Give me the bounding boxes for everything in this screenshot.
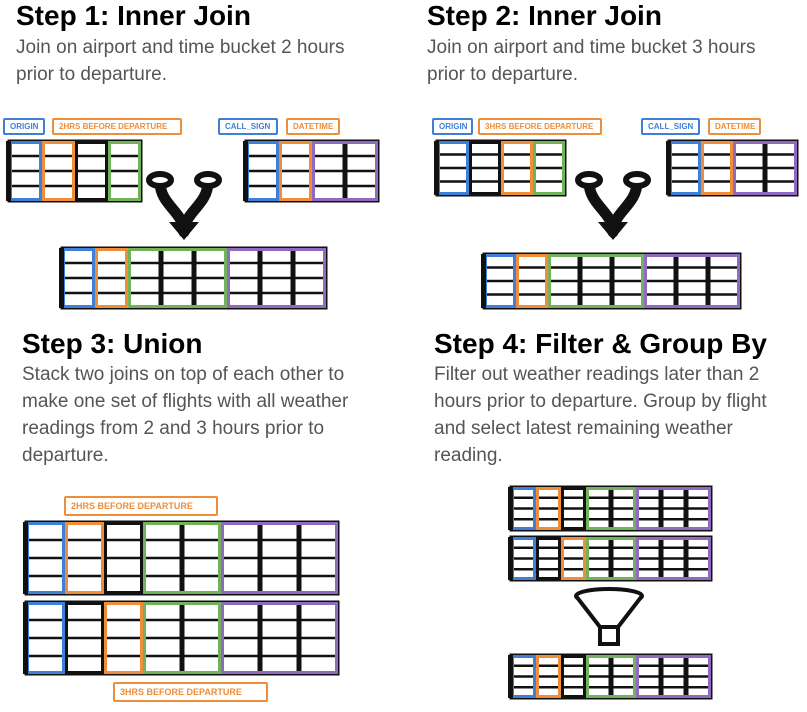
step4-input-table-a	[508, 485, 713, 532]
black-column-group	[104, 522, 143, 594]
green-column-group	[533, 141, 565, 195]
orange-column-group	[42, 141, 75, 201]
two-hrs-before-departure-tag-step3: 2HRS BEFORE DEPARTURE	[64, 496, 218, 516]
step-1-description: Join on airport and time bucket 2 hours …	[16, 37, 345, 85]
black-column-group	[75, 141, 108, 201]
purple-column-group	[221, 522, 338, 594]
step3-join-3hrs-table	[23, 600, 340, 676]
purple-column-group	[221, 602, 338, 674]
orange-column-group	[501, 141, 533, 195]
call-sign-tag-step2: CALL_SIGN	[641, 118, 700, 135]
green-column-group	[143, 522, 221, 594]
orange-column-group	[536, 487, 561, 530]
black-column-group	[561, 655, 586, 698]
step-1-title: Step 1: Inner Join	[16, 0, 251, 31]
purple-column-group	[733, 141, 797, 195]
orange-column-group	[104, 602, 143, 674]
step3-join-2hrs-table	[23, 520, 340, 596]
green-column-group	[108, 141, 141, 201]
step-3-description: Stack two joins on top of each other to …	[22, 364, 349, 466]
step1-flights-table	[6, 139, 143, 203]
origin-tag-step1: ORIGIN	[3, 118, 45, 135]
step4-output-table	[508, 653, 713, 700]
call-sign-tag-step1: CALL_SIGN	[218, 118, 278, 135]
orange-column-group	[701, 141, 733, 195]
black-column-group	[469, 141, 501, 195]
two-hrs-before-departure-tag-step1: 2HRS BEFORE DEPARTURE	[52, 118, 182, 135]
green-column-group	[143, 602, 221, 674]
green-column-group	[586, 487, 636, 530]
datetime-tag-step1: DATETIME	[286, 118, 340, 135]
green-column-group	[128, 248, 227, 308]
step4-input-table-b	[508, 535, 713, 582]
black-column-group	[561, 487, 586, 530]
step1-weather-table	[243, 139, 380, 203]
purple-column-group	[636, 487, 711, 530]
step-4-description: Filter out weather readings later than 2…	[434, 364, 767, 466]
green-column-group	[586, 537, 636, 580]
black-column-group	[536, 537, 561, 580]
orange-column-group	[516, 254, 548, 308]
step2-joined-table	[481, 252, 742, 310]
step-3-title: Step 3: Union	[22, 328, 203, 359]
three-hrs-before-departure-tag-step3: 3HRS BEFORE DEPARTURE	[113, 682, 268, 702]
tables-group	[6, 139, 799, 700]
purple-column-group	[636, 537, 711, 580]
datetime-tag-step2: DATETIME	[708, 118, 761, 135]
orange-column-group	[65, 522, 104, 594]
orange-column-group	[536, 655, 561, 698]
orange-column-group	[279, 141, 312, 201]
three-hrs-before-departure-tag-step2: 3HRS BEFORE DEPARTURE	[478, 118, 602, 135]
purple-column-group	[227, 248, 326, 308]
purple-column-group	[312, 141, 378, 201]
green-column-group	[586, 655, 636, 698]
step2-flights-table	[434, 139, 567, 197]
black-column-group	[65, 602, 104, 674]
step-2-title: Step 2: Inner Join	[427, 0, 662, 31]
step-4-title: Step 4: Filter & Group By	[434, 328, 767, 359]
step-2-description: Join on airport and time bucket 3 hours …	[427, 37, 756, 85]
merge-arrow-step2	[575, 171, 651, 240]
green-column-group	[548, 254, 644, 308]
merge-arrow-step1	[146, 171, 222, 240]
origin-tag-step2: ORIGIN	[432, 118, 473, 135]
step1-joined-table	[59, 246, 328, 310]
step2-weather-table	[666, 139, 799, 197]
funnel-icon	[574, 587, 644, 646]
purple-column-group	[636, 655, 711, 698]
purple-column-group	[644, 254, 740, 308]
orange-column-group	[561, 537, 586, 580]
orange-column-group	[95, 248, 128, 308]
